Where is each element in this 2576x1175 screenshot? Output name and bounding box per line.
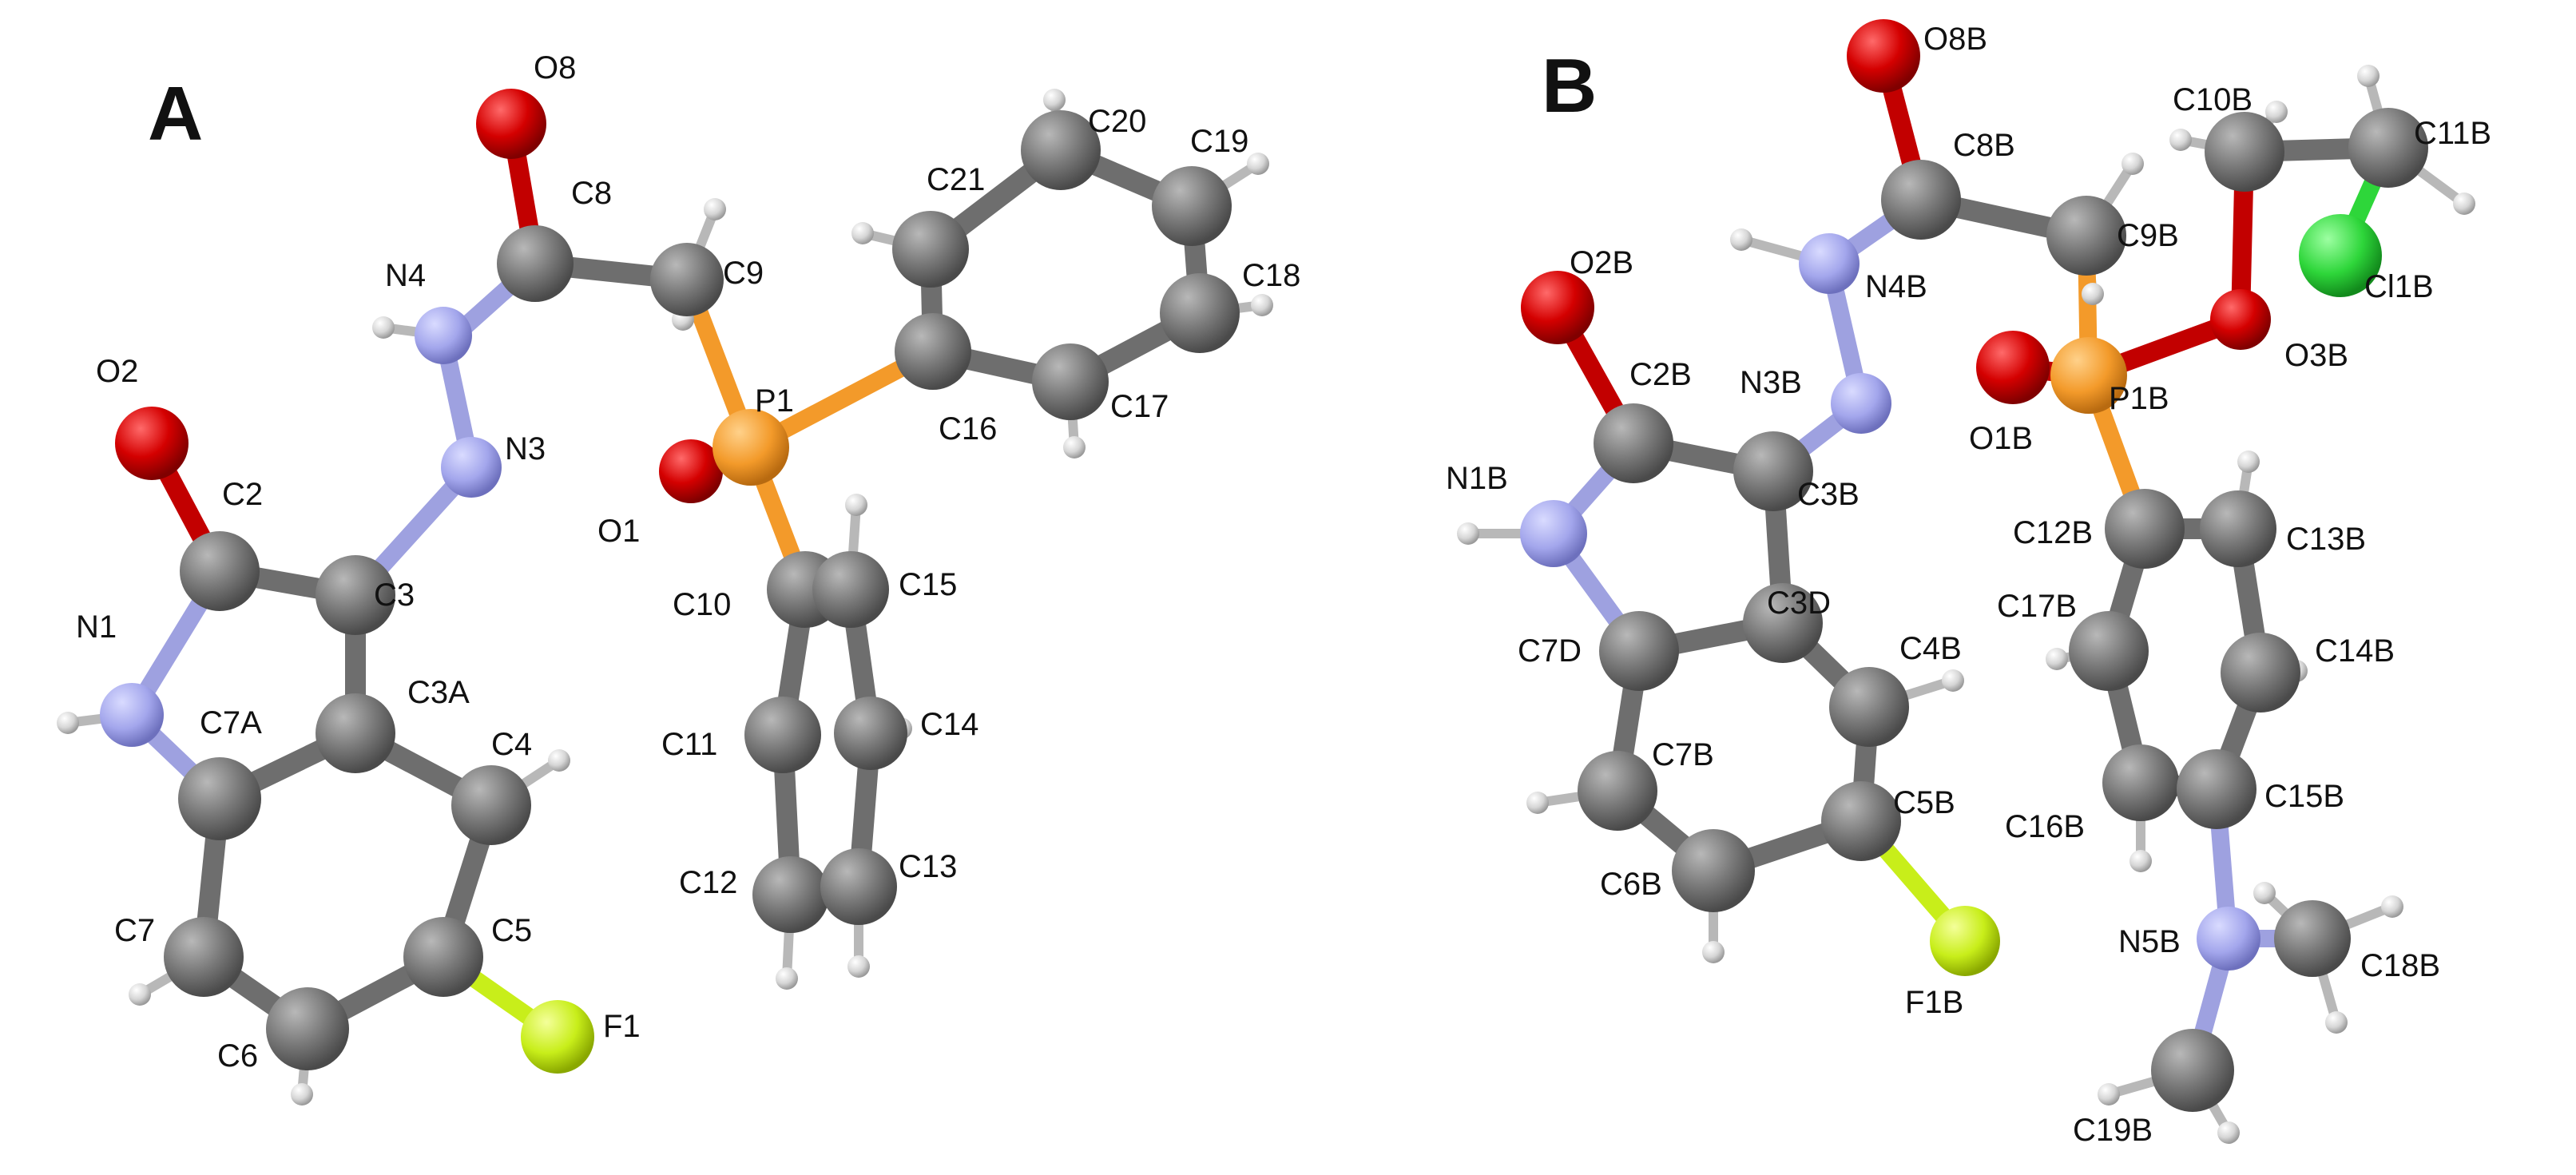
atom-label: C13B: [2286, 522, 2366, 557]
atom-label: C5: [491, 913, 532, 948]
atom-label: C9: [723, 256, 764, 291]
atom-label: C9B: [2117, 218, 2179, 253]
atom-label: O3B: [2284, 338, 2348, 373]
atom-label: C8: [571, 176, 612, 211]
atom-label: C15B: [2264, 779, 2344, 814]
panel-a-atoms: [57, 89, 1273, 1106]
atom-label: O8: [534, 50, 576, 85]
atom-label: C5B: [1893, 785, 1955, 820]
atom-label: O1B: [1969, 421, 2033, 456]
atom-label: C6: [217, 1038, 258, 1074]
panel-b-phosphorus-atom: [2050, 337, 2127, 414]
atom-label: C2: [222, 477, 263, 512]
atom-label: N5B: [2118, 924, 2181, 959]
panel-b-carbon-atoms: [1578, 108, 2428, 1112]
atom-label: C16: [939, 411, 997, 447]
atom-label: C19: [1190, 124, 1248, 159]
atom-label: C21: [927, 162, 985, 197]
atom-label: C3B: [1797, 477, 1860, 512]
atom-label: C10B: [2173, 82, 2253, 117]
atom-label: C7A: [200, 705, 262, 740]
atom-label: C18: [1242, 258, 1300, 293]
atom-label: N1: [76, 609, 117, 645]
panel-a-phosphorus-atom: [712, 409, 789, 486]
atom-label: C3: [374, 578, 415, 613]
atom-label: N3: [505, 431, 546, 466]
atom-label: C4B: [1899, 631, 1962, 666]
atom-label: C12B: [2013, 515, 2093, 550]
panel-b-chlorine-atom: [2299, 214, 2382, 297]
panel-a-oxygen-atoms: [115, 89, 723, 503]
atom-label: F1: [603, 1009, 641, 1044]
atom-label: C18B: [2360, 948, 2440, 983]
atom-label: F1B: [1905, 985, 1963, 1020]
atom-label: C20: [1088, 104, 1146, 139]
atom-label: C16B: [2005, 809, 2085, 844]
panel-a-hydrogen-atoms: [57, 89, 1273, 1106]
atom-label: C11B: [2414, 116, 2491, 151]
atom-label: N4B: [1865, 269, 1927, 304]
atom-label: N1B: [1446, 461, 1508, 496]
atom-label: C11: [661, 727, 717, 762]
atom-label: C8B: [1953, 128, 2015, 163]
panel-b-letter: B: [1542, 43, 1597, 129]
atom-label: C13: [899, 849, 957, 884]
atom-label: N4: [385, 258, 426, 293]
atom-label: C15: [899, 567, 957, 602]
panel-a-atom-labels: O8 C8 C9 N4 O2 C2 N3 C3 N1 C7A C3A C4 C7…: [76, 50, 1300, 1074]
atom-label: C19B: [2073, 1113, 2153, 1148]
atom-label: C14: [920, 707, 978, 742]
atom-label: O2B: [1570, 245, 1633, 280]
atom-label: C6B: [1600, 867, 1662, 902]
atom-label: C10: [673, 587, 731, 622]
atom-label: C7B: [1652, 737, 1714, 772]
atom-label: O1: [597, 514, 640, 549]
panel-b-nitrogen-atoms: [1520, 233, 2260, 971]
atom-label: P1B: [2109, 381, 2169, 416]
atom-label: N3B: [1740, 365, 1802, 400]
atom-label: O8B: [1923, 22, 1987, 57]
panel-b-hydrogen-atoms: [1457, 65, 2475, 1144]
atom-label: C7: [114, 913, 155, 948]
atom-label: C12: [679, 865, 737, 900]
atom-label: C4: [491, 727, 532, 762]
panel-b-atoms: [1457, 19, 2475, 1144]
atom-label: C2B: [1629, 357, 1692, 392]
panel-b-fluorine-atom: [1930, 906, 2000, 976]
atom-label: C3A: [407, 675, 470, 710]
atom-label: Cl1B: [2364, 269, 2434, 304]
panel-b-oxygen-atoms: [1521, 19, 2271, 404]
atom-label: C14B: [2315, 633, 2395, 669]
atom-label: C17B: [1997, 589, 2077, 624]
atom-label: C3D: [1767, 586, 1831, 621]
atom-label: C7D: [1518, 633, 1582, 669]
panel-a: A O8 C8 C9 N4 O2 C2 N3 C3 N1 C7A C3A C4 …: [57, 50, 1300, 1106]
panel-a-fluorine-atom: [521, 1000, 594, 1074]
panel-a-carbon-atoms: [164, 110, 1240, 1070]
atom-label: O2: [96, 354, 138, 389]
panel-a-nitrogen-atoms: [100, 307, 502, 747]
panel-b-atom-labels: O8B C8B C9B N4B C10B C11B Cl1B O3B P1B O…: [1446, 22, 2491, 1148]
atom-label: C17: [1110, 389, 1169, 424]
panel-a-letter: A: [148, 71, 203, 157]
atom-label: P1: [755, 383, 794, 419]
panel-b: B O8B C8B C9B N4B C10B C11B Cl1B O3B P1B…: [1446, 19, 2491, 1148]
